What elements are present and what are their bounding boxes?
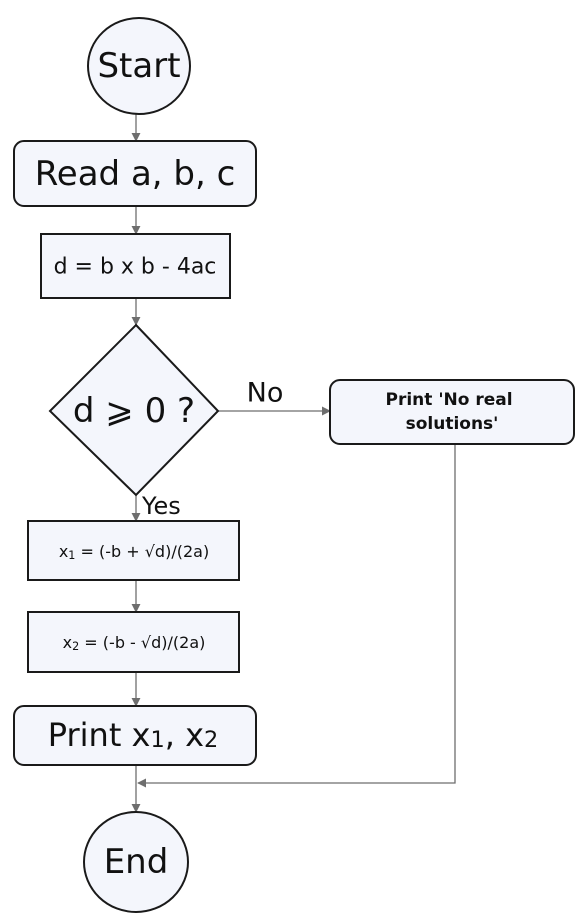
x2-lhs: x — [63, 633, 72, 652]
connectors — [131, 114, 456, 813]
decision-node — [48, 323, 220, 497]
edge-no-solution-to-merge — [137, 444, 456, 788]
no-branch-label: No — [247, 378, 284, 409]
x2-rhs: = (-b - √d)/(2a) — [79, 633, 205, 652]
end-node — [83, 811, 189, 913]
print-roots-node — [13, 705, 257, 766]
print-roots-subscript-1: 1 — [150, 727, 164, 753]
x1-subscript: 1 — [68, 549, 75, 562]
start-label: Start — [97, 46, 180, 86]
compute-discriminant-node — [40, 233, 231, 299]
print-roots-subscript-2: 2 — [204, 727, 218, 753]
print-roots-prefix: Print x — [48, 716, 151, 754]
compute-x1-node — [27, 520, 240, 581]
compute-x2-node — [27, 611, 240, 673]
compute-x1-label: x1 = (-b + √d)/(2a) — [59, 542, 209, 562]
read-input-label: Read a, b, c — [35, 154, 236, 194]
no-solution-node — [329, 379, 575, 445]
no-solution-line-2: solutions' — [406, 414, 499, 434]
no-solution-label: Print 'No real solutions' — [386, 390, 519, 434]
yes-branch-label: Yes — [141, 492, 181, 520]
x2-subscript: 2 — [72, 640, 79, 653]
print-roots-label: Print x1, x2 — [48, 716, 219, 754]
compute-x2-label: x2 = (-b - √d)/(2a) — [63, 633, 206, 653]
print-roots-separator: , x — [165, 716, 204, 754]
read-input-node — [13, 140, 257, 207]
x1-rhs: = (-b + √d)/(2a) — [75, 542, 209, 561]
x1-lhs: x — [59, 542, 68, 561]
decision-label: d ⩾ 0 ? — [73, 391, 195, 431]
no-solution-line-1: Print 'No real — [386, 390, 513, 410]
start-node — [87, 17, 191, 115]
compute-discriminant-label: d = b x b - 4ac — [54, 255, 217, 280]
end-label: End — [104, 842, 169, 882]
